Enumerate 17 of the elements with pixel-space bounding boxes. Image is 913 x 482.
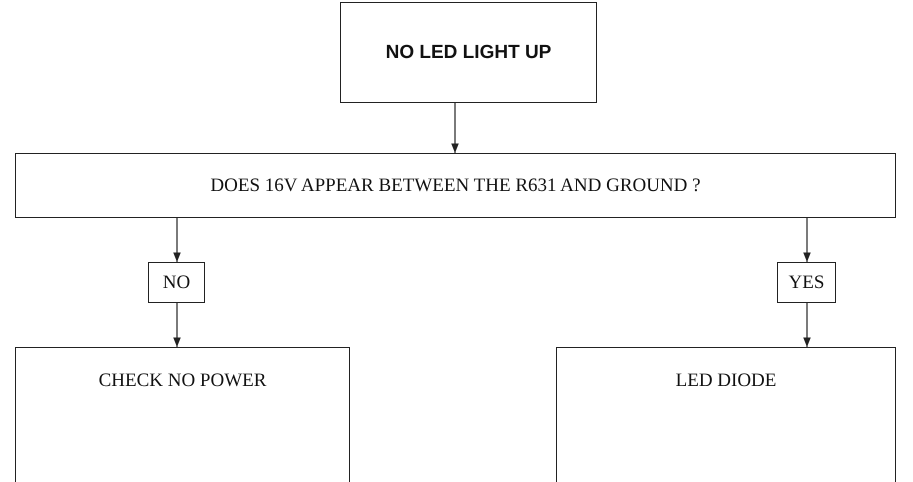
process-box <box>148 262 205 303</box>
box-text: DOES 16V APPEAR BETWEEN THE R631 AND GROUND ? <box>210 174 701 196</box>
box-text: YES <box>788 272 824 294</box>
process-box <box>556 347 896 482</box>
box-text: NO <box>162 272 190 294</box>
process-box <box>15 347 350 482</box>
arrow <box>803 303 811 347</box>
arrow <box>451 103 459 153</box>
arrow <box>803 218 811 262</box>
arrow <box>173 303 181 347</box>
process-box <box>777 262 836 303</box>
box-text: LED DIODE <box>676 370 776 392</box>
box-text: CHECK NO POWER <box>98 370 266 392</box>
process-box <box>15 153 896 218</box>
box-text: NO LED LIGHT UP <box>386 42 552 64</box>
process-box <box>340 2 597 103</box>
arrow <box>173 218 181 262</box>
